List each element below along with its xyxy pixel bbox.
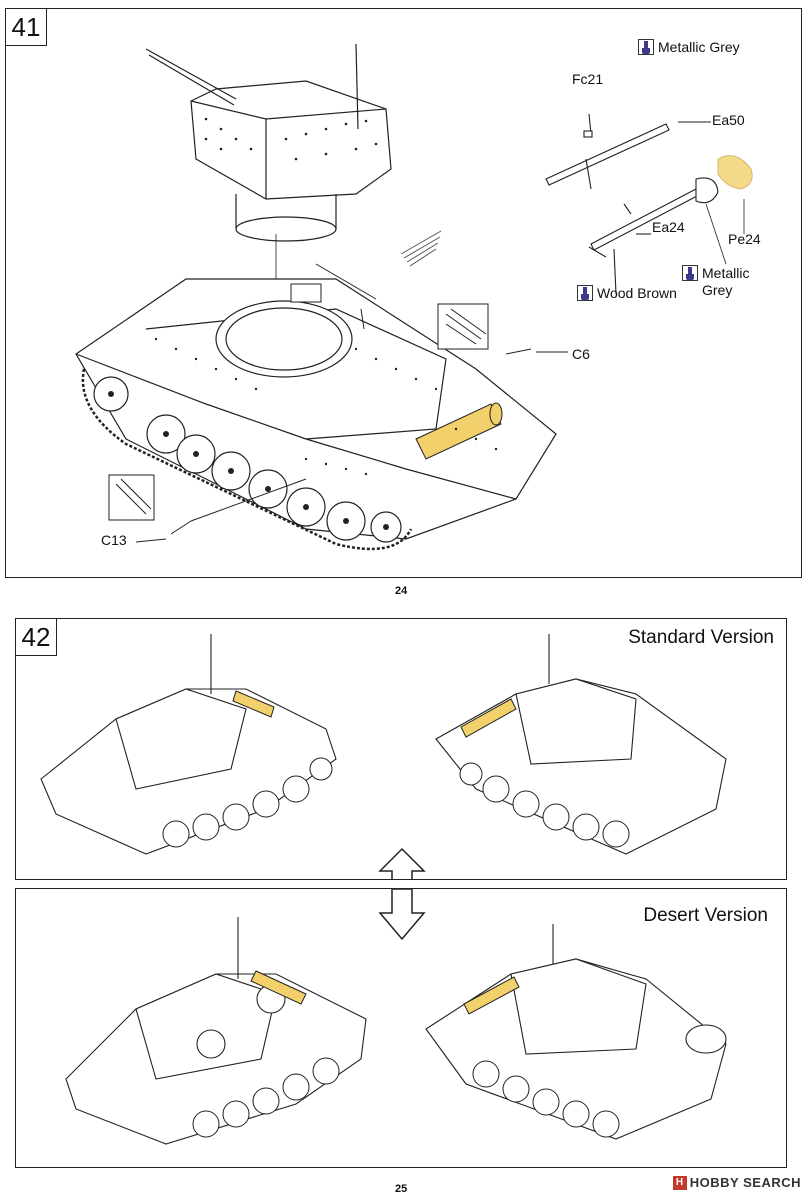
part-label-ea50: Ea50 bbox=[712, 112, 745, 128]
paint-brush-icon bbox=[682, 265, 698, 281]
detail-inset-c6 bbox=[437, 303, 568, 355]
pe24-part bbox=[717, 155, 753, 190]
part-label-c13: C13 bbox=[101, 532, 127, 548]
standard-version-illustration bbox=[40, 634, 727, 879]
page-number-top: 24 bbox=[395, 585, 408, 597]
motion-hatch bbox=[400, 230, 442, 267]
step-42-desert-panel: Desert Version bbox=[15, 888, 787, 1168]
step-42-number: 42 bbox=[16, 619, 57, 656]
part-label-ea24: Ea24 bbox=[652, 219, 685, 235]
tool-parts-drawing bbox=[545, 113, 719, 295]
swap-arrow bbox=[378, 847, 426, 879]
watermark-logo: H HOBBY SEARCH bbox=[672, 1175, 801, 1190]
paint-metallic-grey-top: Metallic Grey bbox=[638, 39, 740, 56]
part-label-c6: C6 bbox=[572, 346, 590, 362]
track-outline bbox=[81, 368, 413, 551]
paint-label: Wood Brown bbox=[597, 285, 677, 301]
paint-label-line2: Grey bbox=[702, 282, 733, 298]
step-41-number: 41 bbox=[6, 9, 47, 46]
step-41-illustration bbox=[75, 43, 753, 551]
turret-drawing bbox=[145, 43, 392, 242]
wheel-hubs bbox=[108, 391, 389, 530]
hull-stowage-cylinder bbox=[415, 402, 503, 460]
swap-arrow-lower bbox=[378, 889, 426, 941]
hull-rivets bbox=[154, 337, 498, 476]
desert-version-title: Desert Version bbox=[643, 905, 768, 926]
standard-stowage-left bbox=[232, 690, 275, 718]
paint-metallic-grey-bottom: Metallic Grey bbox=[682, 265, 749, 299]
standard-stowage-right bbox=[460, 698, 517, 738]
page-number-bottom: 25 bbox=[395, 1183, 408, 1195]
standard-version-title: Standard Version bbox=[628, 627, 774, 648]
watermark-text: HOBBY SEARCH bbox=[689, 1175, 801, 1190]
step-41-panel: 41 bbox=[5, 8, 802, 578]
paint-label: Metallic Grey bbox=[658, 39, 740, 55]
paint-label-line1: Metallic bbox=[702, 265, 750, 281]
desert-stowage-left bbox=[250, 970, 307, 1005]
step-42-standard-panel: 42 Standard Version bbox=[15, 618, 787, 880]
part-label-fc21: Fc21 bbox=[572, 71, 604, 87]
part-label-pe24: Pe24 bbox=[728, 231, 761, 247]
paint-wood-brown: Wood Brown bbox=[577, 285, 677, 302]
turret-rivets bbox=[204, 117, 378, 161]
desert-version-illustration bbox=[65, 889, 727, 1145]
paint-brush-icon bbox=[638, 39, 654, 55]
desert-stowage-right bbox=[463, 976, 520, 1015]
hull-drawing bbox=[75, 278, 557, 540]
watermark-mark-icon: H bbox=[672, 1175, 687, 1190]
paint-label-stack: Metallic Grey bbox=[702, 265, 749, 299]
paint-brush-icon bbox=[577, 285, 593, 301]
detail-inset-c13 bbox=[108, 474, 307, 543]
